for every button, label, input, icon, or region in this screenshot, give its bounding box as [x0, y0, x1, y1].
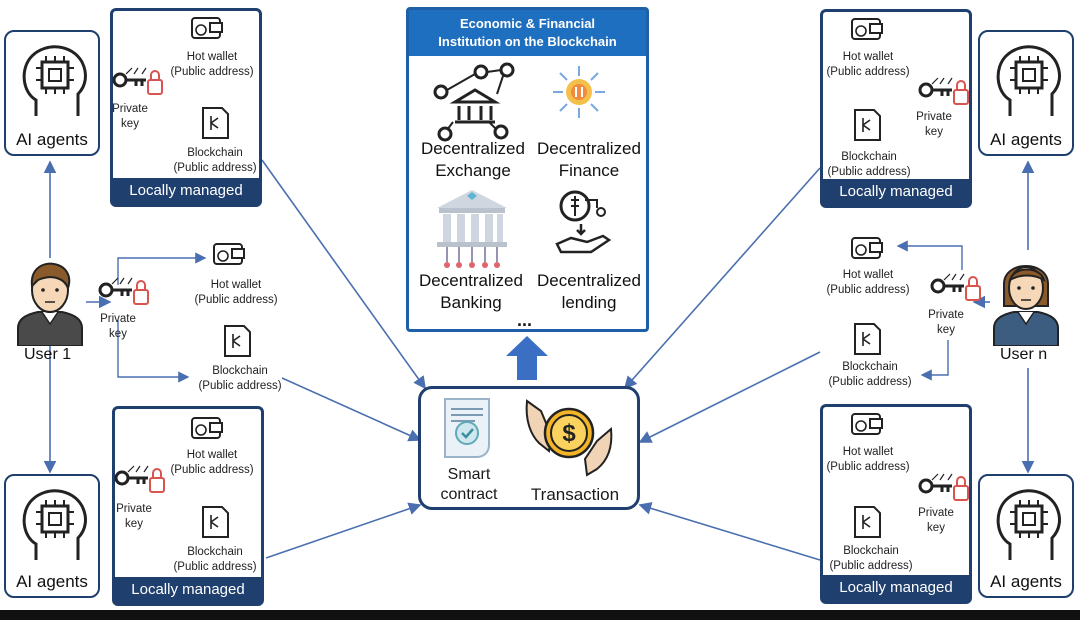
blockchain-label: Blockchain (Public address): [828, 361, 912, 388]
private-key-label: Private key: [112, 103, 148, 130]
hot-wallet-label: Hot wallet (Public address): [170, 51, 254, 78]
defi-item-line1: Decentralized: [537, 271, 641, 290]
user-1-label: User 1: [24, 346, 72, 363]
hot-wallet-label: Hot wallet (Public address): [194, 279, 278, 306]
blockchain-label: Blockchain (Public address): [173, 546, 257, 573]
smart-contract-label: Smart contract: [427, 465, 511, 505]
ai-agents-label: AI agents: [16, 572, 88, 591]
locally-managed-label: Locally managed: [115, 577, 261, 603]
locally-managed-box-bottom-right: Locally managed: [820, 404, 972, 604]
defi-item-line1: Decentralized: [537, 139, 641, 158]
institution-title: Economic & Financial Institution on the …: [409, 10, 646, 56]
blockchain-icon: [854, 109, 881, 141]
ai-agents-card-bottom-left: AI agents: [4, 474, 100, 598]
ai-agents-label: AI agents: [16, 130, 88, 149]
ai-agents-card-top-left: AI agents: [4, 30, 100, 156]
defi-item-line2: Banking: [440, 293, 502, 312]
private-key-label: Private key: [116, 503, 152, 530]
user-avatar-icon: [993, 265, 1059, 346]
blockchain-label: Blockchain (Public address): [827, 151, 911, 178]
ai-agents-card-bottom-right: AI agents: [978, 474, 1074, 598]
hot-wallet-label: Hot wallet (Public address): [170, 449, 254, 476]
blockchain-icon: [224, 325, 251, 357]
hot-wallet-label: Hot wallet (Public address): [826, 446, 910, 473]
defi-item-line2: Finance: [558, 161, 620, 180]
ai-agents-label: AI agents: [990, 572, 1062, 591]
blockchain-icon: [202, 506, 229, 538]
blockchain-label: Blockchain (Public address): [198, 365, 282, 392]
wallet-icon: [851, 413, 883, 435]
blockchain-label: Blockchain (Public address): [829, 545, 913, 572]
wallet-icon: [191, 17, 223, 39]
smart-contract-line2: contract: [440, 486, 498, 503]
private-key-label: Private key: [916, 111, 952, 138]
private-key-icon: [98, 277, 149, 305]
user-n-label: User n: [1000, 346, 1048, 363]
defi-item-line2: Exchange: [435, 161, 511, 180]
locally-managed-box-top-left: Locally managed: [110, 8, 262, 207]
institution-title-line2: Institution on the Blockchain: [438, 34, 617, 49]
hot-wallet-label: Hot wallet (Public address): [826, 269, 910, 296]
private-key-icon: [112, 67, 163, 95]
ai-agents-label: AI agents: [990, 130, 1062, 149]
locally-managed-label: Locally managed: [823, 575, 969, 601]
lending-icon: [555, 190, 612, 254]
defi-item-line1: Decentralized: [419, 271, 523, 290]
private-key-label: Private key: [928, 309, 964, 336]
wallet-icon: [191, 417, 223, 439]
hot-wallet-label: Hot wallet (Public address): [826, 51, 910, 78]
wallet-icon: [213, 243, 245, 265]
wallet-icon: [851, 18, 883, 40]
institution-title-line1: Economic & Financial: [459, 16, 596, 31]
ai-brain-icon: [996, 489, 1061, 560]
locally-managed-label: Locally managed: [823, 179, 969, 205]
blockchain-icon: [854, 323, 881, 355]
ai-brain-icon: [22, 489, 87, 560]
bottom-edge-bar: [0, 610, 1080, 620]
blockchain-icon: [202, 107, 229, 139]
defi-item-banking: Decentralized Banking: [409, 270, 533, 314]
blockchain-icon: [854, 506, 881, 538]
locally-managed-box-bottom-left: Locally managed: [112, 406, 264, 606]
ai-brain-icon: [996, 45, 1061, 116]
private-key-label: Private key: [918, 507, 954, 534]
transaction-coin-icon: $: [525, 399, 613, 477]
private-key-label: Private key: [100, 313, 136, 340]
defi-item-line2: lending: [561, 293, 617, 312]
ai-agents-card-top-right: AI agents: [978, 30, 1074, 156]
smart-contract-transaction-panel: Smart contract $ Transaction: [418, 386, 640, 510]
exchange-icon: [433, 62, 515, 142]
defi-item-finance: Decentralized Finance: [531, 138, 647, 182]
bank-icon: [437, 190, 507, 268]
blockchain-label: Blockchain (Public address): [173, 147, 257, 174]
ai-brain-icon: [22, 45, 87, 116]
wallet-icon: [851, 237, 883, 259]
finance-icon: [553, 66, 605, 118]
defi-item-exchange: Decentralized Exchange: [413, 138, 533, 182]
private-key-icon: [114, 465, 165, 493]
private-key-icon: [918, 77, 969, 105]
smart-contract-line1: Smart: [447, 466, 491, 483]
defi-item-lending: Decentralized lending: [531, 270, 647, 314]
svg-text:$: $: [562, 420, 576, 447]
locally-managed-label: Locally managed: [113, 178, 259, 204]
more-ellipsis: ...: [517, 310, 533, 330]
institution-panel: Economic & Financial Institution on the …: [406, 7, 649, 332]
user-avatar-icon: [17, 262, 83, 346]
locally-managed-box-top-right: Locally managed: [820, 9, 972, 208]
private-key-icon: [930, 273, 981, 301]
defi-item-line1: Decentralized: [421, 139, 525, 158]
smart-contract-icon: [444, 398, 490, 458]
private-key-icon: [918, 473, 969, 501]
transaction-label: Transaction: [530, 485, 620, 504]
